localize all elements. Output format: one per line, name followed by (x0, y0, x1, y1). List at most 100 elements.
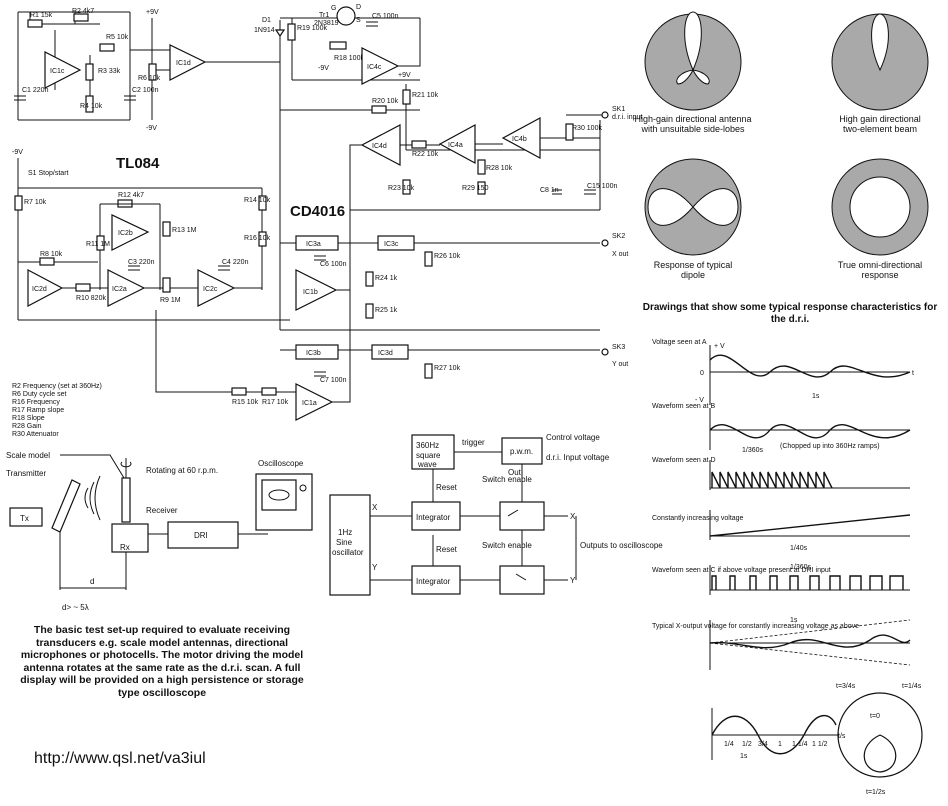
oscilloscope-screen (261, 479, 297, 511)
label-out: Out (508, 468, 522, 477)
label-ic3c: IC3c (384, 241, 399, 248)
label-ic3b: IC3b (306, 350, 321, 357)
resistor-r19 (287, 23, 296, 41)
label-r27: R27 10k (434, 365, 461, 372)
opamp-ic1d (169, 44, 207, 81)
label-r29: R29 150 (462, 185, 489, 192)
resistor-r26 (424, 251, 433, 267)
tick-6: 1 1/2 (812, 741, 828, 748)
label-square-wave-1: 360Hz (416, 441, 439, 450)
resistor-r6 (148, 63, 157, 81)
supply-pos-mid: +9V (398, 72, 411, 79)
label-c7: C7 100n (320, 377, 347, 384)
schematic: R1 15k R2 4k7 IC1c R5 10k R3 33k R4 10k … (12, 4, 642, 438)
label-r18: R18 100k (334, 55, 364, 62)
label-control-voltage: Control voltage (546, 433, 600, 442)
label-ic1b: IC1b (303, 289, 318, 296)
mark-one-s-b: 1s (790, 617, 798, 624)
timing-row-5: Waveform seen at C if above voltage pres… (652, 567, 831, 574)
socket-sk3 (601, 348, 609, 356)
resistor-r1 (27, 19, 43, 28)
switch-ic3d (371, 344, 409, 360)
label-tr1-part: 2N3819 (314, 20, 339, 27)
tick-1: 1/4 (724, 741, 734, 748)
legend-line-5: R18 Slope (12, 415, 45, 422)
polar-caption-3b: dipole (681, 270, 705, 280)
label-r5: R5 10k (106, 34, 129, 41)
label-input-voltage: d.r.i. Input voltage (546, 453, 610, 462)
label-integrator-bottom: Integrator (416, 577, 451, 586)
label-r2: R2 4k7 (72, 8, 94, 15)
opamp-ic4c (361, 47, 400, 85)
label-pwm: p.w.m. (510, 447, 533, 456)
axis-ts-label: t/s (838, 733, 846, 740)
polar-caption-2a: High gain directional (839, 114, 921, 124)
label-integrator-top: Integrator (416, 513, 451, 522)
polar-caption-4b: response (861, 270, 898, 280)
resistor-r3 (85, 63, 94, 81)
diode-d1 (274, 29, 286, 38)
label-sk3-desc: Y out (612, 361, 628, 368)
label-r10: R10 820k (76, 295, 106, 302)
label-r8: R8 10k (40, 251, 63, 258)
axis-t-label: t (912, 370, 914, 377)
legend-line-7: R30 Attenuator (12, 431, 59, 438)
label-ic4c: IC4c (367, 64, 382, 71)
label-r11: R11 1M (86, 241, 110, 248)
polar-plots: High-gain directional antenna with unsui… (634, 11, 929, 280)
bottom-period-label: 1s (740, 753, 748, 760)
mark-t-360: 1/360s (742, 447, 764, 454)
label-r17: R17 10k (262, 399, 289, 406)
mark-t-360b: 1/360s (790, 564, 812, 571)
cap-c7 (314, 371, 326, 377)
mark-t-40: 1/40s (790, 545, 808, 552)
resistor-r30 (565, 123, 574, 141)
timing-row-2: Waveform seen at B (652, 403, 715, 410)
label-c8: C8 1n (540, 187, 559, 194)
polar-plot-2 (831, 13, 929, 111)
timing-row-6: Typical X-output voltage for constantly … (652, 623, 859, 630)
cap-c6 (314, 255, 326, 261)
resistor-r25 (365, 303, 374, 319)
label-rx: Rx (120, 543, 130, 552)
label-r26: R26 10k (434, 253, 461, 260)
polar-t0: t=0 (870, 713, 880, 720)
radio-waves-icon (84, 475, 101, 521)
switch-ic3c (377, 235, 415, 251)
label-ic1c: IC1c (50, 68, 65, 75)
resistor-r28 (477, 159, 486, 175)
label-d1-part: 1N914 (254, 27, 275, 34)
polar-t14: t=1/4s (902, 683, 922, 690)
resistor-r11 (96, 235, 105, 251)
label-rotating: Rotating at 60 r.p.m. (146, 466, 218, 475)
label-d-condition: d> ~ 5λ (62, 603, 89, 612)
resistor-r2 (73, 13, 89, 22)
chip-label-tl084: TL084 (116, 155, 160, 172)
cap-c2 (124, 95, 136, 101)
cap-c15 (584, 189, 596, 195)
polar-t34: t=3/4s (836, 683, 856, 690)
polar-caption-1b: with unsuitable side-lobes (640, 124, 745, 134)
resistor-r14 (258, 195, 267, 211)
opamp-ic1a (295, 383, 334, 421)
label-sine-1: 1Hz (338, 528, 352, 537)
label-r16: R16 10k (244, 235, 271, 242)
label-ic4d: IC4d (372, 143, 387, 150)
timing-diagrams: Voltage seen at A Waveform seen at B Wav… (652, 339, 923, 796)
axis-v-label: + V (714, 343, 725, 350)
scale-model-antenna (121, 477, 131, 523)
footer-url[interactable]: http://www.qsl.net/va3iul (34, 750, 206, 767)
test-setup: Scale model Transmitter Tx Rotating at 6… (6, 451, 313, 612)
polar-plot-1 (644, 11, 742, 111)
supply-neg-top: -9V (146, 125, 157, 132)
opamp-ic2d (27, 269, 64, 307)
sine-osc-box (329, 494, 371, 596)
resistor-r27 (424, 363, 433, 379)
resistor-r29 (477, 181, 486, 195)
rotation-arrow-icon (120, 458, 132, 478)
supply-neg-r18: -9V (318, 65, 329, 72)
label-outputs: Outputs to oscilloscope (580, 541, 663, 550)
label-ic4b: IC4b (512, 136, 527, 143)
resistor-r22 (411, 140, 427, 149)
label-scale-model: Scale model (6, 451, 50, 460)
